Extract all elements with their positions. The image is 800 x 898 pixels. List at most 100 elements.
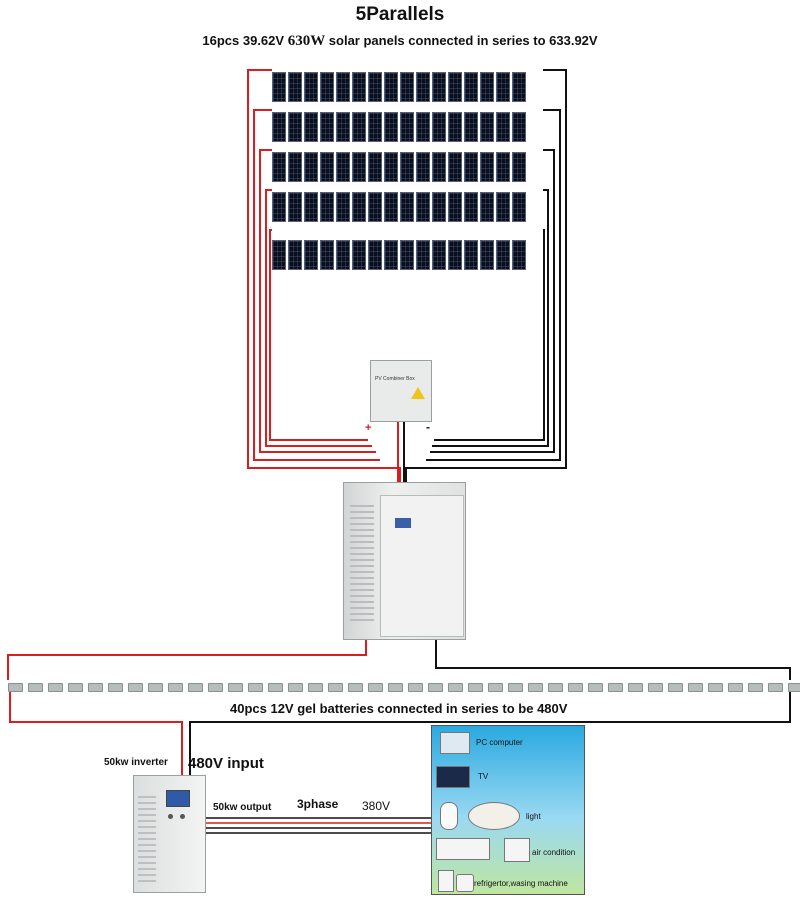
- solar-panel: [512, 72, 526, 102]
- solar-panel: [400, 240, 414, 270]
- battery: [388, 683, 403, 692]
- ac-outdoor-icon: [504, 838, 530, 862]
- solar-panel: [464, 152, 478, 182]
- positive-string-wires: [247, 69, 401, 482]
- solar-panel: [512, 112, 526, 142]
- solar-panel: [464, 112, 478, 142]
- subtitle-power: 630W: [287, 33, 326, 49]
- solar-panel: [448, 112, 462, 142]
- battery: [308, 683, 323, 692]
- battery: [568, 683, 583, 692]
- solar-panel: [496, 240, 510, 270]
- phase-label: 3phase: [297, 797, 339, 811]
- solar-panel: [304, 72, 318, 102]
- solar-panel: [336, 240, 350, 270]
- warning-icon: [411, 387, 425, 399]
- inverter-screen: [166, 790, 190, 807]
- solar-panel-row: [272, 72, 526, 102]
- battery: [228, 683, 243, 692]
- solar-panel: [352, 112, 366, 142]
- load-tv: TV: [478, 772, 489, 781]
- solar-panel: [304, 240, 318, 270]
- loads-panel: PC computer TV light air condition refri…: [431, 725, 585, 895]
- solar-panel: [336, 112, 350, 142]
- solar-panel: [352, 152, 366, 182]
- solar-panel-row: [272, 112, 526, 142]
- solar-panel: [480, 192, 494, 222]
- battery: [108, 683, 123, 692]
- solar-panel: [320, 240, 334, 270]
- battery: [748, 683, 763, 692]
- battery: [28, 683, 43, 692]
- solar-panel-row: [272, 240, 526, 270]
- negative-string-wires: [405, 69, 567, 482]
- combiner-minus-sign: -: [426, 420, 430, 434]
- solar-panel: [400, 152, 414, 182]
- inverter-positive-wire: [9, 692, 183, 775]
- battery: [148, 683, 163, 692]
- battery: [788, 683, 800, 692]
- solar-panel: [496, 72, 510, 102]
- solar-panel: [416, 112, 430, 142]
- solar-panel: [416, 72, 430, 102]
- cabinet-vent: [350, 501, 374, 621]
- solar-panel: [448, 152, 462, 182]
- solar-panel: [480, 240, 494, 270]
- solar-panel: [352, 192, 366, 222]
- solar-panel: [480, 72, 494, 102]
- battery: [508, 683, 523, 692]
- load-pc: PC computer: [476, 738, 523, 747]
- battery-bank: [8, 683, 800, 692]
- battery: [528, 683, 543, 692]
- inverter-button: [180, 814, 185, 819]
- load-light: light: [526, 812, 541, 821]
- battery: [48, 683, 63, 692]
- battery: [588, 683, 603, 692]
- solar-panel: [272, 72, 286, 102]
- solar-panel: [272, 240, 286, 270]
- solar-panel: [304, 152, 318, 182]
- refrigerator-icon: [438, 870, 454, 892]
- solar-panel: [448, 72, 462, 102]
- battery: [668, 683, 683, 692]
- solar-panel: [336, 192, 350, 222]
- solar-panel: [368, 192, 382, 222]
- solar-panel: [272, 112, 286, 142]
- battery: [88, 683, 103, 692]
- battery: [288, 683, 303, 692]
- subtitle-prefix: 16pcs 39.62V: [202, 33, 288, 48]
- combiner-plus-sign: +: [365, 422, 372, 434]
- solar-panel: [480, 112, 494, 142]
- solar-panel: [288, 240, 302, 270]
- battery: [168, 683, 183, 692]
- battery: [208, 683, 223, 692]
- solar-panel: [288, 192, 302, 222]
- inverter-input-label: 480V input: [188, 755, 264, 772]
- battery: [128, 683, 143, 692]
- battery-positive-wire: [7, 640, 367, 680]
- solar-panel: [368, 112, 382, 142]
- solar-panel: [384, 112, 398, 142]
- solar-panel: [464, 72, 478, 102]
- battery: [368, 683, 383, 692]
- solar-panel: [416, 240, 430, 270]
- battery-negative-wire: [435, 640, 791, 680]
- solar-panel: [272, 152, 286, 182]
- solar-panel: [432, 72, 446, 102]
- solar-panel: [496, 112, 510, 142]
- solar-panel: [512, 192, 526, 222]
- combiner-box-label: PV Combiner Box: [375, 376, 415, 382]
- solar-panel: [320, 152, 334, 182]
- solar-panel: [432, 192, 446, 222]
- battery: [608, 683, 623, 692]
- solar-panel-row: [272, 192, 526, 222]
- solar-panel: [432, 240, 446, 270]
- solar-panel: [304, 192, 318, 222]
- solar-panel: [304, 112, 318, 142]
- solar-panel: [336, 72, 350, 102]
- output-label: 50kw output: [213, 802, 272, 813]
- solar-panel: [384, 72, 398, 102]
- voltage-label: 380V: [362, 799, 391, 813]
- battery: [708, 683, 723, 692]
- battery: [688, 683, 703, 692]
